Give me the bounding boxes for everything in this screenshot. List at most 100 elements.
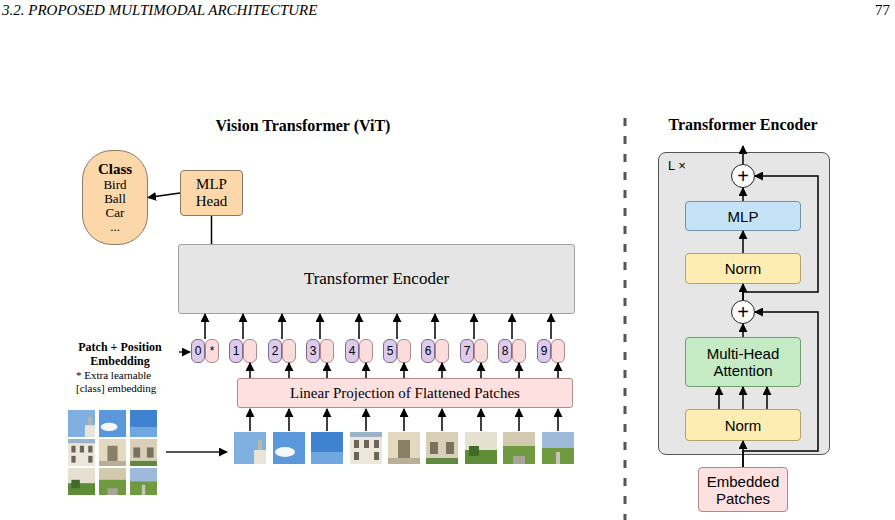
class-output-box: ClassBird Ball Car ... <box>82 150 148 245</box>
flow-arrow <box>326 363 328 378</box>
encoder-block: Transformer EncoderL ×+MLPNorm+Multi-Hea… <box>658 152 830 455</box>
flow-arrow <box>441 363 443 378</box>
flow-arrow <box>281 314 283 339</box>
node-label: Transformer Encoder <box>304 269 449 289</box>
patch-embedding <box>474 339 488 363</box>
patch-embedding <box>512 339 526 363</box>
flow-arrow <box>204 314 206 339</box>
image-patch <box>130 468 157 495</box>
panel-title: Vision Transformer (ViT) <box>153 117 453 135</box>
node-label: Embedded Patches <box>699 473 787 507</box>
position-number: 1 <box>233 344 240 358</box>
position-embedding: 7 <box>460 339 474 363</box>
patch-arrow <box>557 409 559 431</box>
node-label: + <box>737 302 749 322</box>
position-number: 9 <box>541 344 548 358</box>
flow-arrow <box>550 314 552 339</box>
patch-token: 2 <box>268 339 296 363</box>
patch-arrow <box>326 409 328 431</box>
position-number: 6 <box>425 344 432 358</box>
node-label: Multi-Head Attention <box>686 345 800 379</box>
position-number: 8 <box>502 344 509 358</box>
position-number: 0 <box>195 344 202 358</box>
add-circle: + <box>731 164 755 188</box>
image-patch <box>273 432 305 464</box>
patch-embedding <box>243 339 257 363</box>
mlp-box: MLP <box>685 201 801 231</box>
position-embedding: 4 <box>345 339 359 363</box>
patch-token: 1 <box>229 339 257 363</box>
position-embedding: 6 <box>421 339 435 363</box>
image-patch <box>388 432 420 464</box>
position-number: 3 <box>310 344 317 358</box>
flow-arrow <box>403 363 405 378</box>
node-label: MLP <box>728 208 759 225</box>
image-patch <box>311 432 343 464</box>
position-embedding: 0 <box>191 339 205 363</box>
flow-arrow <box>473 314 475 339</box>
embedded-patches-box: Embedded Patches <box>698 467 788 512</box>
image-patch <box>68 410 95 437</box>
position-embedding: 3 <box>306 339 320 363</box>
image-patch <box>130 439 157 466</box>
image-patch <box>130 410 157 437</box>
image-patch <box>68 439 95 466</box>
patch-arrow <box>249 409 251 431</box>
patch-token: 6 <box>421 339 449 363</box>
flow-arrow <box>211 216 213 244</box>
position-number: 5 <box>387 344 394 358</box>
position-number: 2 <box>272 344 279 358</box>
patch-embedding <box>359 339 373 363</box>
flow-arrow <box>557 363 559 378</box>
flow-arrow <box>480 363 482 378</box>
patch-arrows <box>250 409 558 431</box>
flow-arrow <box>434 314 436 339</box>
flow-arrow <box>319 314 321 339</box>
annotation: Patch + Position Embedding <box>60 340 180 368</box>
patch-embedding <box>320 339 334 363</box>
node-label: + <box>737 166 749 186</box>
output-arrow <box>148 193 180 198</box>
image-patch <box>99 439 126 466</box>
flatten-arrow <box>166 451 227 453</box>
image-patch <box>542 432 574 464</box>
patch-arrow <box>480 409 482 431</box>
patch-token: 5 <box>383 339 411 363</box>
position-number: 7 <box>464 344 471 358</box>
image-patch <box>465 432 497 464</box>
image-patch <box>426 432 458 464</box>
node-label: MLP Head <box>187 176 236 210</box>
page-number: 77 <box>820 2 890 19</box>
patch-arrow <box>288 409 290 431</box>
projection-box: Linear Projection of Flattened Patches <box>237 378 573 408</box>
norm-box: Norm <box>685 409 801 441</box>
position-embedding: 2 <box>268 339 282 363</box>
flow-arrow <box>242 314 244 339</box>
flow-arrow <box>365 363 367 378</box>
class-marker: * <box>210 344 215 358</box>
patch-embedding: * <box>205 339 219 363</box>
image-patch <box>68 468 95 495</box>
node-label: Norm <box>725 417 762 434</box>
patch-token: 8 <box>498 339 526 363</box>
patch-arrow <box>403 409 405 431</box>
patch-token: 9 <box>537 339 565 363</box>
patch-arrow <box>365 409 367 431</box>
panel-separator <box>624 118 627 520</box>
page-header: 3.2. PROPOSED MULTIMODAL ARCHITECTURE <box>2 2 422 19</box>
layer-count: L × <box>668 158 686 173</box>
node-label: Linear Projection of Flattened Patches <box>290 385 520 402</box>
footnote: * Extra learnable [class] embedding <box>76 369 180 395</box>
patch-embedding <box>397 339 411 363</box>
flow-arrow <box>396 314 398 339</box>
patch-arrow <box>441 409 443 431</box>
flow-arrow <box>358 314 360 339</box>
position-number: 4 <box>349 344 356 358</box>
add-circle: + <box>731 300 755 324</box>
panel-title: Transformer Encoder <box>627 116 859 134</box>
node-label: Norm <box>725 260 762 277</box>
flow-arrow <box>249 363 251 378</box>
patch-token: 4 <box>345 339 373 363</box>
patch-arrow <box>518 409 520 431</box>
